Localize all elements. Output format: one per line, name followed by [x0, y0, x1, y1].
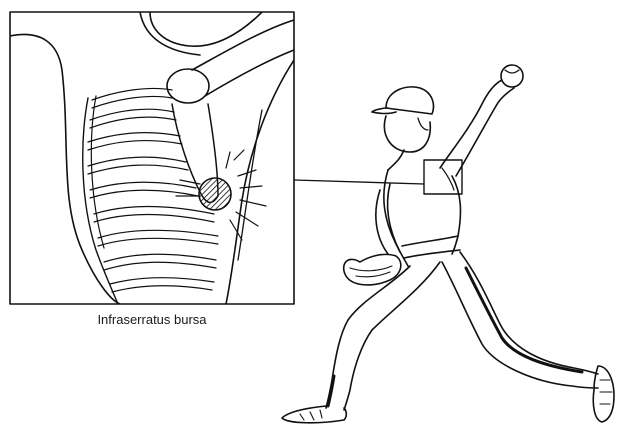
humerus-head	[167, 69, 209, 103]
connector-line	[294, 180, 424, 184]
shoulder-marker	[424, 160, 462, 194]
bursa-marker	[199, 178, 231, 210]
inset-panel	[10, 12, 294, 304]
ball	[501, 65, 523, 87]
inset-anatomy	[10, 12, 294, 304]
pitcher-illustration	[282, 65, 614, 423]
figure-caption: Infraserratus bursa	[10, 312, 294, 327]
cap	[386, 87, 434, 114]
